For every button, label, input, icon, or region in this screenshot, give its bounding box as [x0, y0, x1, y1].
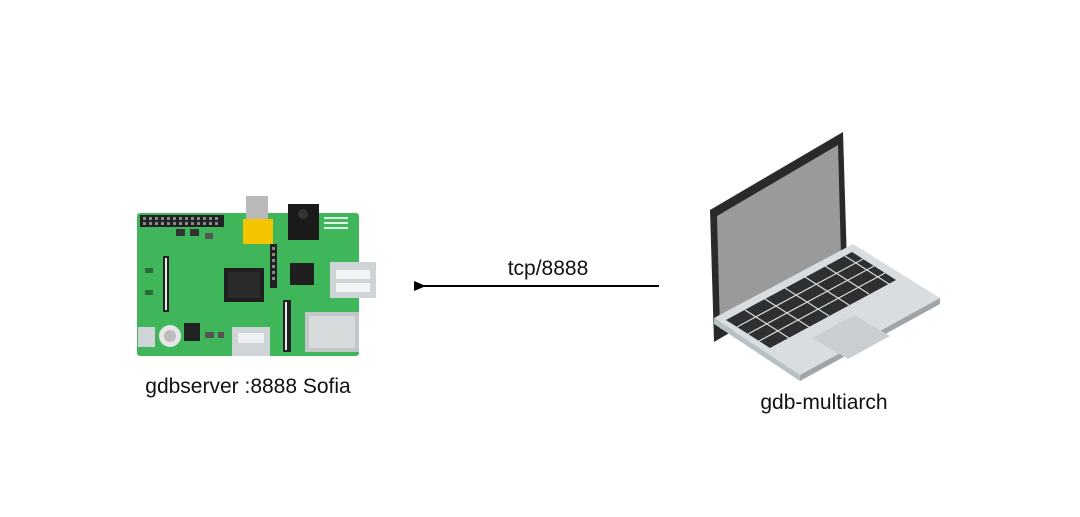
- laptop-screen: [717, 145, 841, 329]
- raspberry-pi-board: [137, 196, 376, 356]
- gpio-header: [140, 215, 224, 227]
- power-port: [138, 327, 155, 347]
- device-label: gdbserver :8888 Sofia: [145, 375, 351, 398]
- rca-connector-barrel: [246, 196, 268, 222]
- connection-label: tcp/8888: [507, 257, 589, 280]
- laptop-trackpad: [812, 315, 890, 359]
- laptop: [710, 132, 940, 381]
- host-label: gdb-multiarch: [760, 391, 888, 414]
- lan-chip: [290, 263, 314, 285]
- rca-connector: [243, 219, 273, 244]
- usb-port: [330, 262, 376, 298]
